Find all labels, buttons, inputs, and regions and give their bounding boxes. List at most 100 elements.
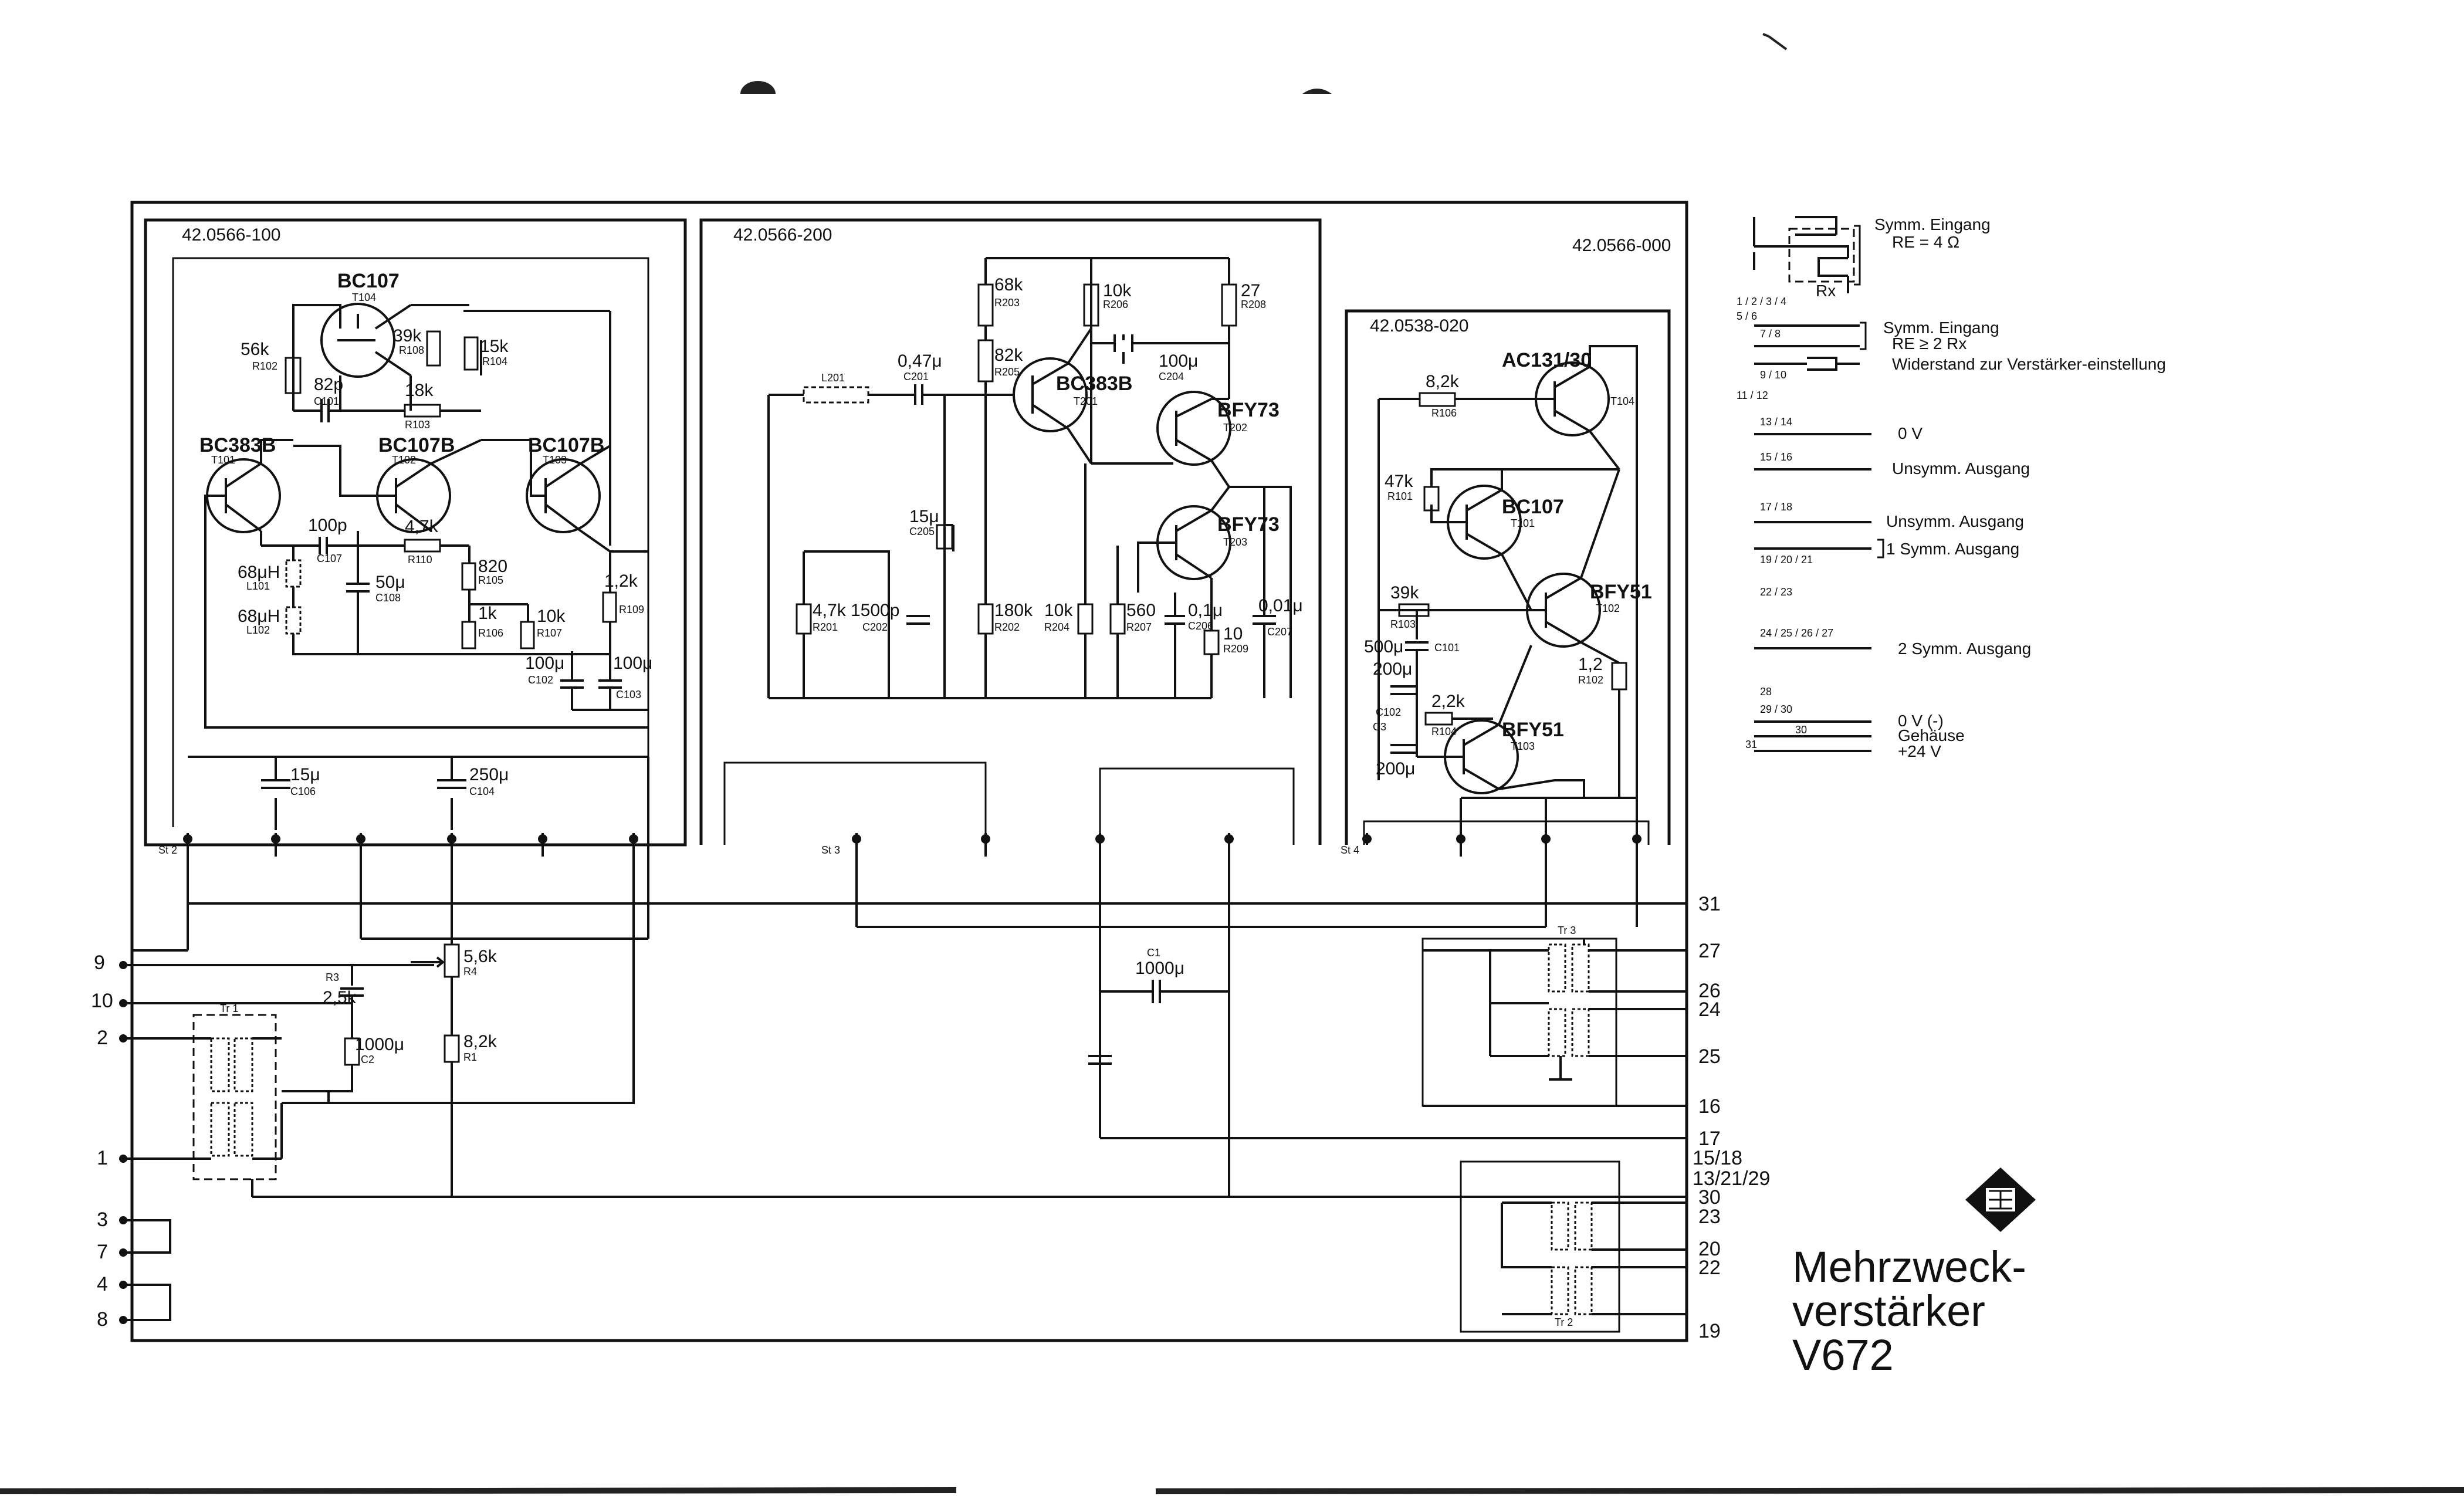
outer-frame — [130, 201, 1688, 1342]
title-block: Mehrzweck- verstärker V672 — [1792, 1243, 2026, 1379]
legend-pin-30: 30 — [1795, 724, 1807, 736]
resistor-r106a — [461, 621, 476, 649]
legend-symm-eingang-1: Symm. Eingang — [1874, 215, 1991, 233]
module-020: 42.0538-020 AC131/30 T104 8,2k R106 BC10… — [1341, 309, 1671, 927]
resistor-r107a — [520, 621, 535, 649]
legend-symm-eingang-2: Symm. Eingang — [1883, 319, 1999, 337]
st2-label: St 2 — [158, 844, 177, 856]
transformer-tr1 — [192, 1014, 277, 1180]
r209-ref: R209 — [1223, 643, 1248, 655]
c3-ref: R3 — [326, 972, 339, 983]
st3-label: St 3 — [821, 844, 840, 856]
c103a-value: 100μ — [613, 654, 652, 673]
r109a-ref: R109 — [619, 604, 644, 615]
inductor-l201 — [803, 386, 869, 404]
r1-ref: C2 — [361, 1054, 374, 1065]
terminal-16: 16 — [1698, 1095, 1721, 1118]
terminal-9: 9 — [94, 952, 105, 974]
l102a-value: 68μH — [238, 607, 280, 626]
resistor-r104c — [1424, 712, 1453, 726]
r109a-value: 1,2k — [604, 571, 638, 591]
module-label-200: 42.0566-200 — [733, 225, 832, 245]
legend-rx: Rx — [1816, 282, 1836, 300]
terminal-17: 17 — [1698, 1128, 1721, 1150]
c108a-ref: C108 — [375, 592, 401, 604]
r204-ref: R204 — [1044, 621, 1069, 633]
r102a-ref: R102 — [252, 360, 277, 372]
r102a-value: 56k — [241, 340, 269, 359]
legend-pin-28: 28 — [1760, 686, 1772, 698]
terminal-31: 31 — [1698, 893, 1721, 915]
legend-pins-15-16: 15 / 16 — [1760, 451, 1792, 463]
resistor-r102a — [285, 357, 302, 394]
r104c-value: 2,2k — [1431, 692, 1465, 711]
resistor-r4 — [444, 1034, 460, 1063]
legend-widerstand: Widerstand zur Verstärker-einstellung — [1892, 355, 2166, 373]
resistor-r110a — [404, 539, 441, 553]
legend-plus-24v: +24 V — [1898, 742, 1941, 760]
t104a-ref: T104 — [352, 292, 376, 303]
legend-pins-1-4: 1 / 2 / 3 / 4 — [1737, 296, 1786, 307]
c101a-ref: C101 — [314, 395, 339, 407]
r105a-ref: R105 — [478, 574, 503, 586]
tr3-label: Tr 3 — [1558, 925, 1576, 936]
t103a-ref: T103 — [543, 454, 567, 466]
resistor-r104a — [463, 336, 479, 371]
r207-ref: R207 — [1126, 621, 1152, 633]
legend-pins-5-6: 5 / 6 — [1737, 310, 1757, 322]
t104c-type: AC131/30 — [1502, 349, 1592, 371]
c108a-value: 50μ — [375, 573, 405, 592]
connector-st4-pins — [1362, 833, 1641, 927]
c205-value: 15μ — [909, 507, 939, 526]
legend-pins-29-30: 29 / 30 — [1760, 703, 1792, 715]
r203-value: 68k — [994, 275, 1023, 295]
legend-1-symm-ausgang: 1 Symm. Ausgang — [1886, 540, 2019, 558]
scan-artifacts — [0, 33, 2464, 1494]
module-label-020: 42.0538-020 — [1370, 316, 1469, 336]
r102c-value: 1,2 — [1578, 655, 1603, 674]
telefunken-logo — [1965, 1167, 2036, 1232]
r1-value: 1000μ — [355, 1035, 404, 1054]
terminal-26: 26 — [1698, 980, 1721, 1002]
r106a-ref: R106 — [478, 627, 503, 639]
legend-gehaeuse: Gehäuse — [1898, 726, 1965, 744]
r104a-value: 15k — [480, 337, 509, 356]
c201-value: 0,47μ — [898, 351, 942, 371]
r205-ref: R205 — [994, 366, 1020, 378]
c102a-ref: C102 — [528, 674, 553, 686]
r106c-ref: R106 — [1431, 407, 1457, 419]
legend-pins-22-23: 22 / 23 — [1760, 586, 1792, 598]
t101a-ref: T101 — [211, 454, 235, 466]
c101c-value: 500μ — [1364, 637, 1403, 656]
resistor-r202 — [977, 603, 994, 635]
c106a-value: 15μ — [290, 765, 320, 784]
legend-pins-13-14: 13 / 14 — [1760, 416, 1792, 428]
legend-pins-19-21: 19 / 20 / 21 — [1760, 554, 1813, 566]
resistor-r106c — [1419, 392, 1456, 407]
l101a-ref: L101 — [246, 580, 270, 592]
l102a-ref: L102 — [246, 624, 270, 636]
c102c-ref: C102 — [1376, 706, 1401, 718]
r103c-ref: R103 — [1390, 618, 1416, 630]
t104c-ref: T104 — [1610, 395, 1634, 407]
l101a-value: 68μH — [238, 563, 280, 582]
t202-type: BFY73 — [1217, 399, 1280, 421]
transistor-t202 — [1156, 391, 1231, 466]
c103c-ref: C3 — [1373, 721, 1386, 733]
r104a-ref: R104 — [482, 356, 507, 367]
title-line-3: V672 — [1792, 1331, 1894, 1379]
resistor-r201 — [796, 603, 812, 635]
right-terminals: 31 27 26 24 25 16 17 15/18 13/21/29 30 2… — [1693, 893, 1770, 1342]
r104c-ref: R104 — [1431, 726, 1457, 737]
terminal-23: 23 — [1698, 1206, 1721, 1228]
r206-value: 10k — [1103, 281, 1132, 300]
legend-2-symm-ausgang: 2 Symm. Ausgang — [1898, 639, 2031, 658]
c102c-value: 200μ — [1373, 659, 1412, 679]
transformer-tr3 — [1421, 937, 1617, 1107]
resistor-r108a — [426, 330, 441, 367]
r209-value: 10 — [1223, 624, 1243, 644]
c106a-ref: C106 — [290, 786, 316, 797]
terminal-1: 1 — [97, 1147, 108, 1169]
t104a-type: BC107 — [337, 270, 400, 292]
